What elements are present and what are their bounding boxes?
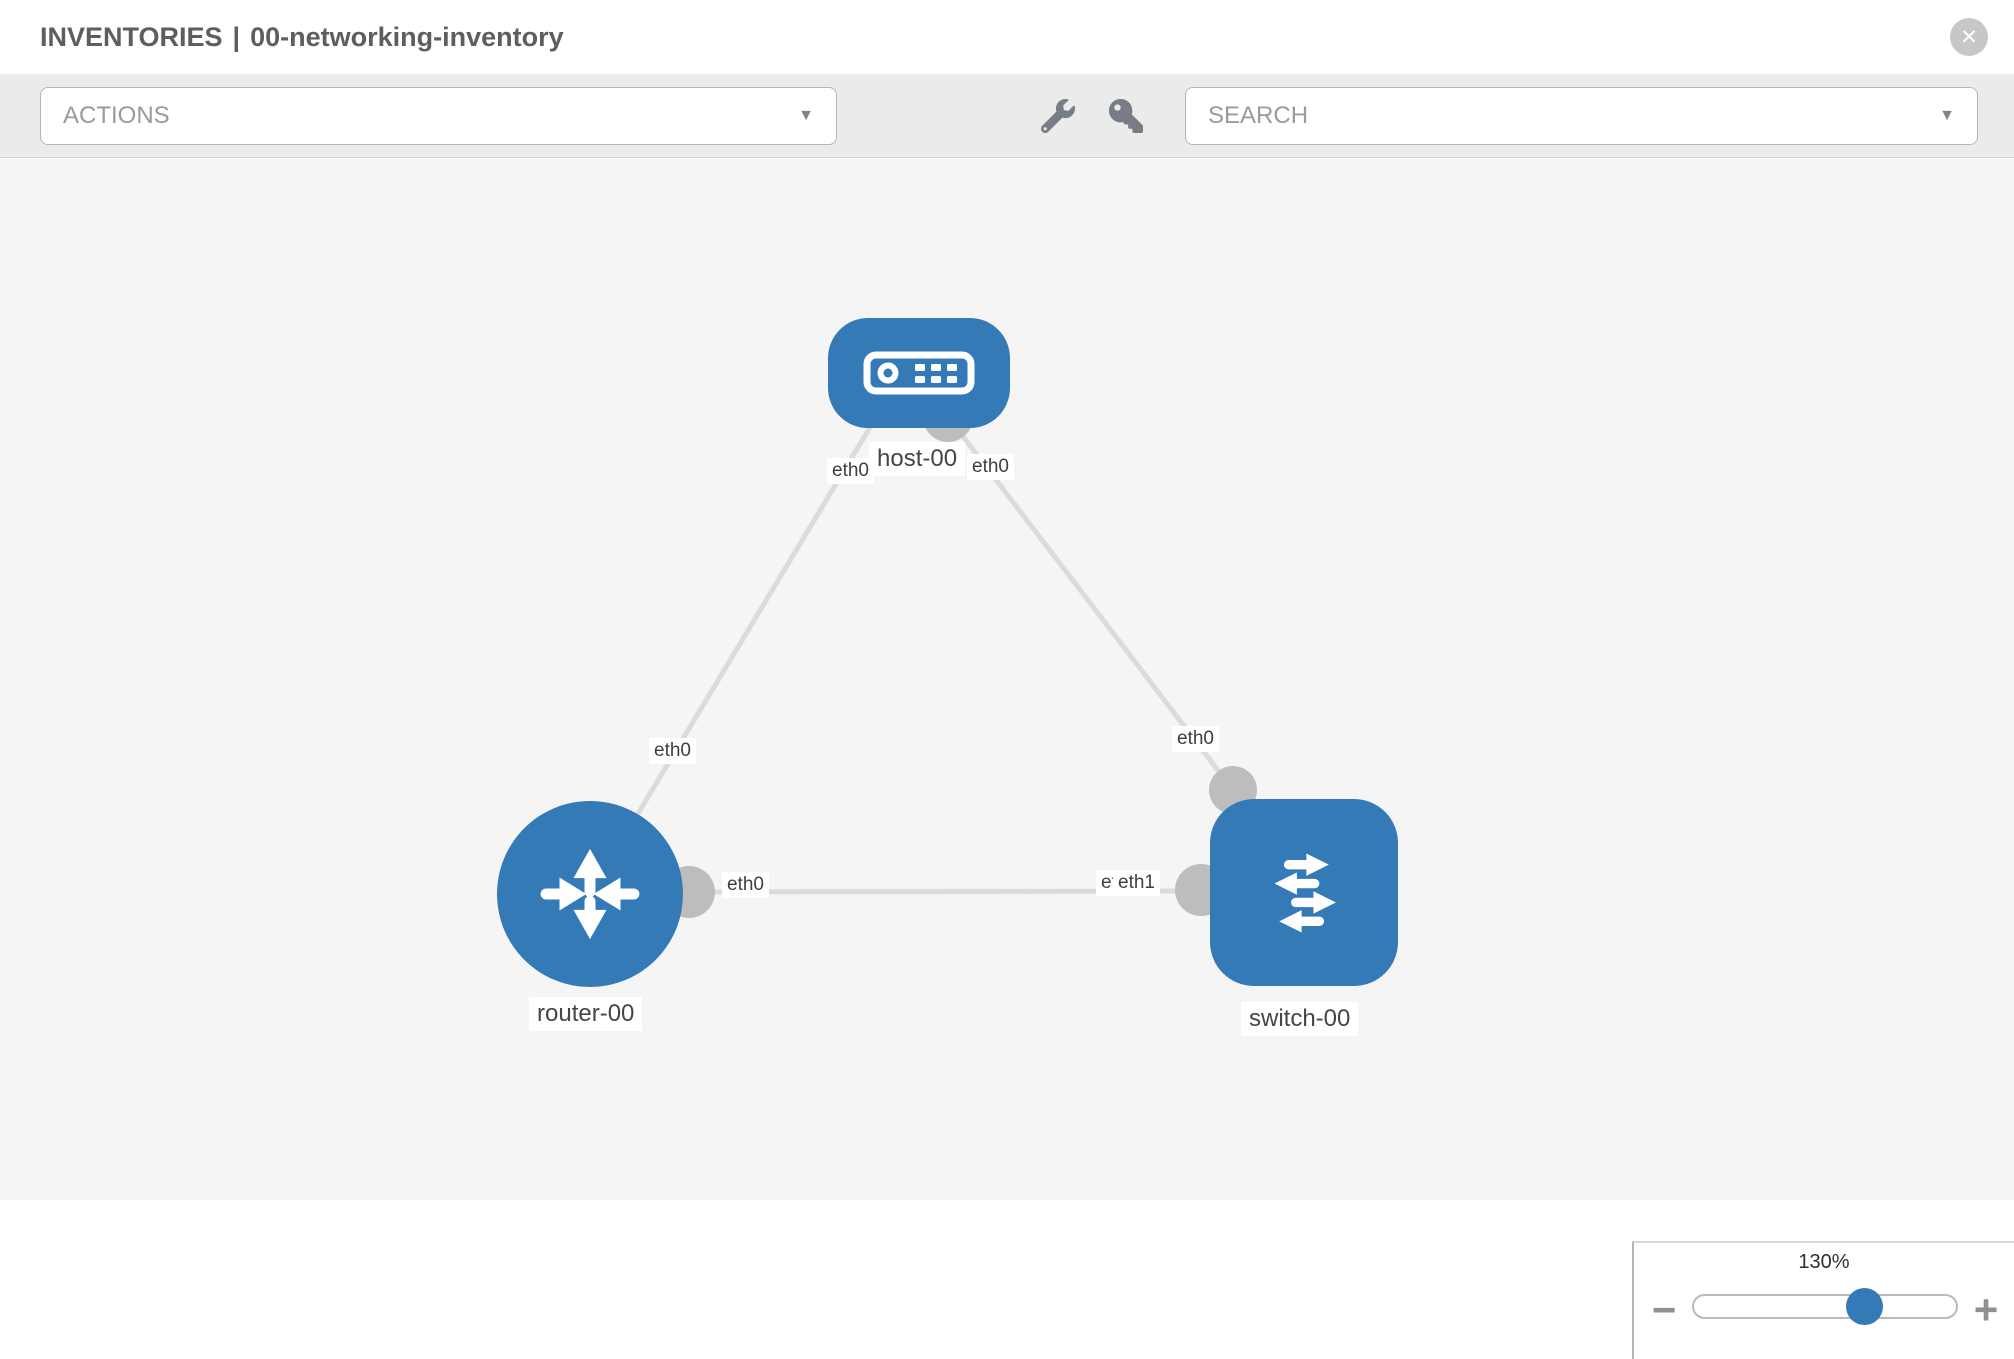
toolbar: ACTIONS ▼ SEARCH ▼ — [0, 74, 2014, 158]
interface-label-router-uplink-eth0: eth0 — [649, 738, 696, 764]
interface-label-switch-eth1: eth1 — [1113, 870, 1160, 896]
breadcrumb-section: INVENTORIES — [40, 21, 223, 52]
header: INVENTORIES | 00-networking-inventory ✕ — [0, 0, 2014, 74]
interface-label-host-eth0-right: eth0 — [967, 454, 1014, 480]
zoom-level-value: 130% — [1798, 1251, 1850, 1273]
breadcrumb-item: 00-networking-inventory — [250, 21, 564, 52]
router-icon — [540, 848, 640, 940]
actions-dropdown[interactable]: ACTIONS ▼ — [40, 86, 837, 145]
search-dropdown-label: SEARCH — [1208, 101, 1309, 129]
key-icon — [1109, 98, 1143, 133]
configure-button[interactable] — [1035, 93, 1081, 139]
node-host-00[interactable] — [828, 318, 1010, 428]
host-icon — [863, 351, 975, 395]
interface-label-host-eth0-left: eth0 — [827, 458, 874, 484]
switch-icon — [1274, 852, 1336, 933]
node-label-router: router-00 — [529, 997, 643, 1031]
actions-dropdown-label: ACTIONS — [63, 101, 170, 129]
credentials-button[interactable] — [1103, 93, 1149, 139]
caret-down-icon: ▼ — [798, 106, 814, 124]
zoom-in-icon[interactable]: + — [1966, 1282, 2006, 1338]
links-layer — [627, 392, 1257, 918]
breadcrumb-separator: | — [232, 21, 241, 52]
zoom-slider-row: − + — [1634, 1282, 2014, 1346]
topology-canvas[interactable]: host-00 router-00 switch-00 eth0 eth0 et… — [0, 159, 2014, 1359]
node-label-host: host-00 — [869, 442, 966, 476]
search-dropdown[interactable]: SEARCH ▼ — [1185, 86, 1978, 145]
node-router-00[interactable] — [497, 801, 683, 987]
interface-label-router-eth0: eth0 — [722, 872, 769, 898]
node-switch-00[interactable] — [1210, 799, 1398, 986]
caret-down-icon: ▼ — [1939, 106, 1955, 124]
node-label-switch: switch-00 — [1241, 1002, 1359, 1036]
zoom-out-icon[interactable]: − — [1644, 1282, 1684, 1338]
wrench-icon — [1041, 98, 1075, 133]
interface-label-switch-eth0: eth0 — [1172, 726, 1219, 752]
zoom-slider[interactable] — [1692, 1288, 1958, 1325]
page-title: INVENTORIES | 00-networking-inventory — [40, 22, 564, 53]
zoom-slider-thumb[interactable] — [1846, 1288, 1883, 1325]
zoom-control-panel: 130% − + — [1632, 1241, 2014, 1359]
close-icon[interactable]: ✕ — [1950, 18, 1988, 56]
